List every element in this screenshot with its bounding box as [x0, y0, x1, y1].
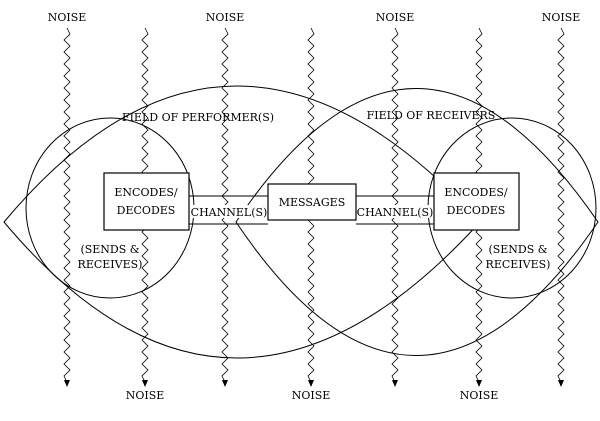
right-sends-receives-line2: RECEIVES) — [486, 258, 551, 271]
noise-label-bottom-2: NOISE — [292, 389, 331, 402]
left-encoder-line1: ENCODES/ — [114, 186, 177, 199]
left-channel-label: CHANNEL(S) — [191, 206, 268, 219]
right-channel-label-bg — [357, 205, 433, 218]
messages-node: MESSAGES — [267, 183, 357, 221]
left-channel-label-bg — [191, 205, 267, 218]
noise-arrow-down-icon-3 — [222, 380, 228, 387]
noise-label-top-2: NOISE — [206, 11, 245, 24]
field-of-receivers-lens — [235, 88, 599, 356]
messages-label: MESSAGES — [279, 196, 345, 209]
left-sends-receives-line1: (SENDS & — [80, 243, 139, 256]
noise-zigzag-line-7 — [557, 27, 565, 383]
noise-label-top-1: NOISE — [48, 11, 87, 24]
noise-arrow-down-icon-2 — [142, 380, 148, 387]
field-of-performers-label: FIELD OF PERFORMER(S) — [122, 111, 274, 124]
noise-label-bottom-3: NOISE — [460, 389, 499, 402]
noise-label-top-4: NOISE — [542, 11, 581, 24]
noise-arrow-down-icon-7 — [558, 380, 564, 387]
noise-arrow-down-icon-1 — [64, 380, 70, 387]
noise-zigzag-line-1 — [63, 27, 71, 383]
left-sends-receives-line2: RECEIVES) — [78, 258, 143, 271]
right-sends-receives-line1: (SENDS & — [488, 243, 547, 256]
noise-arrow-down-icon-5 — [392, 380, 398, 387]
left-encoder-box — [103, 172, 190, 231]
field-of-receivers-label: FIELD OF RECEIVERS — [367, 109, 496, 122]
right-encoder-box — [433, 172, 520, 231]
right-encoder-line2: DECODES — [447, 204, 506, 217]
noise-arrow-down-icon-4 — [308, 380, 314, 387]
messages-box — [267, 183, 357, 221]
field-of-performers-lens — [3, 85, 481, 359]
left-encoder-line2: DECODES — [117, 204, 176, 217]
right-channel-label: CHANNEL(S) — [357, 206, 434, 219]
right-encoder-line1: ENCODES/ — [444, 186, 507, 199]
right-encoder-node: ENCODES/ DECODES — [433, 172, 520, 231]
noise-arrow-down-icon-6 — [476, 380, 482, 387]
noise-label-bottom-1: NOISE — [126, 389, 165, 402]
noise-label-top-3: NOISE — [376, 11, 415, 24]
left-encoder-node: ENCODES/ DECODES — [103, 172, 190, 231]
